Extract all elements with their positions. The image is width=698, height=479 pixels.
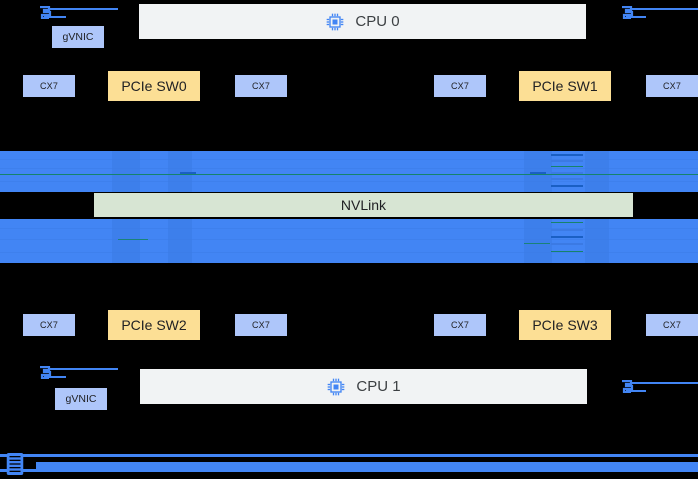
- cx7-box-bottom-3[interactable]: CX7: [646, 314, 698, 336]
- network-rail-top: [0, 454, 698, 457]
- cx7-box-top-3[interactable]: CX7: [646, 75, 698, 97]
- cx7-label: CX7: [39, 319, 59, 330]
- pcie-sw0-box[interactable]: PCIe SW0: [108, 71, 200, 101]
- network-rail-mid: [36, 462, 698, 471]
- cx7-box-bottom-2[interactable]: CX7: [434, 314, 486, 336]
- gvnic-box-bottom[interactable]: gVNIC: [55, 388, 107, 410]
- cx7-box-bottom-1[interactable]: CX7: [235, 314, 287, 336]
- fabric-stack-lower: [551, 222, 583, 256]
- nic-glyph-icon: [40, 6, 52, 19]
- cx7-box-bottom-0[interactable]: CX7: [23, 314, 75, 336]
- nic-mark-top-left: [40, 6, 120, 22]
- fabric-detail-upper-d: [585, 151, 609, 192]
- cx7-box-top-2[interactable]: CX7: [434, 75, 486, 97]
- gvnic-box-top[interactable]: gVNIC: [52, 26, 104, 48]
- pcie-sw3-box[interactable]: PCIe SW3: [519, 310, 611, 340]
- cx7-label: CX7: [450, 80, 470, 91]
- fabric-detail-lower-c: [524, 219, 552, 263]
- nic-mark-top-right: [622, 6, 698, 22]
- cpu1-box[interactable]: CPU 1: [140, 369, 587, 404]
- pcie-sw3-label: PCIe SW3: [532, 317, 598, 333]
- cx7-box-top-1[interactable]: CX7: [235, 75, 287, 97]
- cx7-label: CX7: [251, 319, 271, 330]
- nvlink-green-trace-lower: [118, 239, 148, 241]
- nic-mark-bottom-left: [40, 366, 120, 382]
- cx7-label: CX7: [450, 319, 470, 330]
- cx7-label: CX7: [662, 80, 682, 91]
- nvlink-green-trace-lower-2: [524, 243, 550, 245]
- fabric-dark-trace-upper: [180, 172, 196, 174]
- cpu0-label: CPU 0: [355, 13, 400, 30]
- nvlink-green-trace-upper: [0, 174, 698, 176]
- chip-icon: [327, 13, 344, 30]
- cpu1-label: CPU 1: [356, 378, 401, 395]
- nic-mark-bottom-right: [622, 380, 698, 396]
- fabric-detail-lower-b: [168, 219, 192, 263]
- network-switch-icon: [6, 453, 24, 475]
- chip-icon: [328, 378, 345, 395]
- pcie-sw1-label: PCIe SW1: [532, 78, 598, 94]
- nic-glyph-icon: [622, 380, 634, 393]
- cpu0-box[interactable]: CPU 0: [139, 4, 586, 39]
- gvnic-label: gVNIC: [62, 30, 94, 43]
- fabric-stack-upper: [551, 154, 583, 190]
- fabric-detail-upper-b: [168, 151, 192, 192]
- nvlink-box[interactable]: NVLink: [94, 193, 633, 217]
- nic-glyph-icon: [40, 366, 52, 379]
- fabric-detail-upper-a: [112, 151, 140, 192]
- pcie-sw2-box[interactable]: PCIe SW2: [108, 310, 200, 340]
- nvlink-label: NVLink: [340, 197, 387, 213]
- pcie-sw2-label: PCIe SW2: [121, 317, 187, 333]
- gvnic-label: gVNIC: [65, 392, 97, 405]
- cx7-label: CX7: [662, 319, 682, 330]
- nic-glyph-icon: [622, 6, 634, 19]
- pcie-sw1-box[interactable]: PCIe SW1: [519, 71, 611, 101]
- pcie-sw0-label: PCIe SW0: [121, 78, 187, 94]
- fabric-dark-trace-upper-2: [530, 172, 546, 174]
- fabric-detail-lower-a: [112, 219, 140, 263]
- fabric-detail-lower-d: [585, 219, 609, 263]
- cx7-label: CX7: [39, 80, 59, 91]
- cx7-label: CX7: [251, 80, 271, 91]
- cx7-box-top-0[interactable]: CX7: [23, 75, 75, 97]
- fabric-detail-upper-c: [524, 151, 552, 192]
